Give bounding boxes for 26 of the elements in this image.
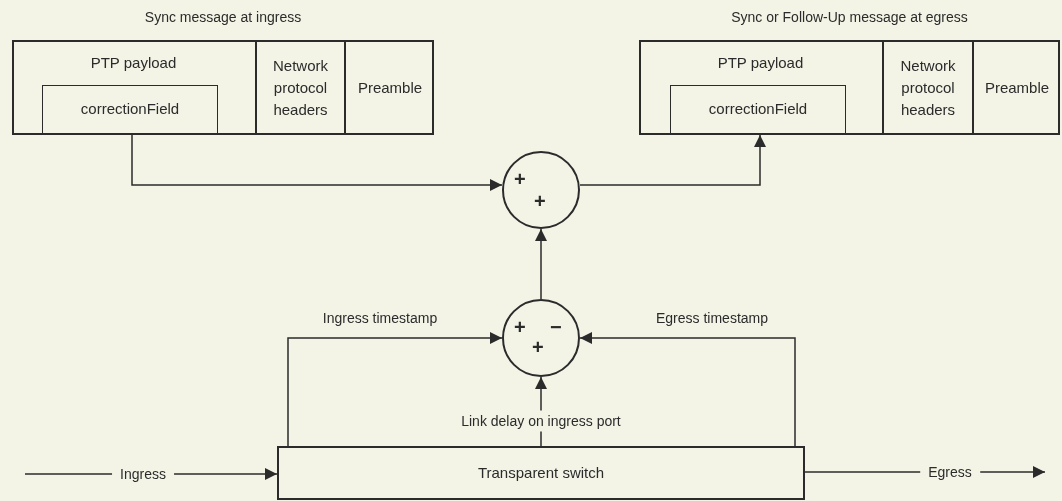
sign-label: + <box>534 191 546 211</box>
section-label: PTP payload <box>716 53 805 73</box>
section-label: Network protocol headers <box>272 55 329 120</box>
field-box <box>42 85 218 133</box>
edge-label: Egress timestamp <box>655 308 769 328</box>
field-box <box>670 85 846 133</box>
section-label: PTP payload <box>89 53 178 73</box>
section-label: Preamble <box>984 77 1050 98</box>
field-label: correctionField <box>708 99 808 120</box>
switch-box <box>277 446 805 500</box>
arrow <box>535 228 547 300</box>
frame-heading: Sync or Follow-Up message at egress <box>730 8 969 27</box>
sign-label: + <box>532 337 544 357</box>
arrow <box>131 134 503 191</box>
edge-label: Ingress timestamp <box>321 308 439 328</box>
field-label: correctionField <box>80 99 180 120</box>
section-label: Preamble <box>357 77 423 98</box>
arrow <box>579 332 796 447</box>
sign-label: + <box>514 317 526 337</box>
frame-heading: Sync message at ingress <box>143 8 303 27</box>
arrow <box>579 134 766 186</box>
sign-label: − <box>550 317 562 337</box>
arrow <box>287 332 503 447</box>
switch-label: Transparent switch <box>477 462 605 483</box>
section-label: Network protocol headers <box>899 55 957 120</box>
sign-label: + <box>514 169 526 189</box>
